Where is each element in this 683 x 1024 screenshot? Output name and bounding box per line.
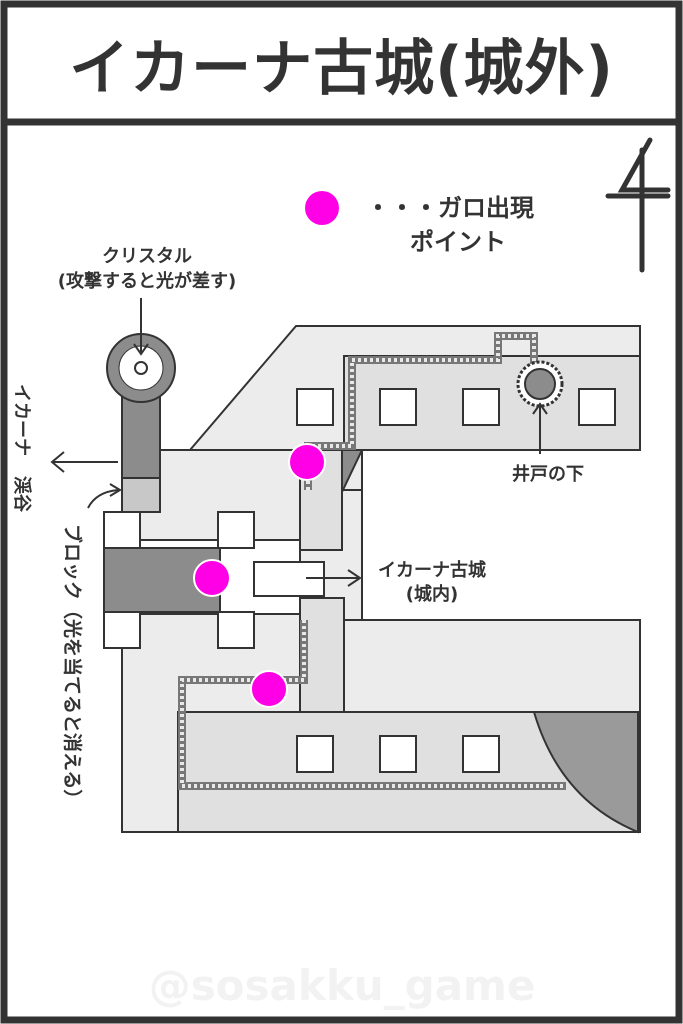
lower-room <box>177 711 639 834</box>
crystal-tower <box>106 333 176 513</box>
watermark: @sosakku_game <box>149 961 536 1010</box>
castle-inside-label-line1: イカーナ古城 <box>378 559 486 581</box>
castle-inside-label-line2: (城内) <box>406 583 458 605</box>
north-compass-icon <box>605 137 671 273</box>
legend-marker-icon <box>305 191 339 225</box>
ikana-valley-label-line2: 渓谷 <box>11 476 33 513</box>
garo-point-marker <box>193 559 231 597</box>
crystal-label-line1: クリスタル <box>102 246 192 267</box>
garo-points <box>193 443 326 708</box>
page-title: イカーナ古城(城外) <box>69 33 614 104</box>
lower-pillars <box>296 735 500 773</box>
title-bar: イカーナ古城(城外) <box>8 8 675 118</box>
crystal-label-line2: (攻撃すると光が差す) <box>58 270 236 292</box>
well-icon <box>516 360 564 408</box>
upper-pillars <box>296 388 616 426</box>
legend-line1: ・・・ガロ出現 <box>366 194 534 222</box>
garo-point-marker <box>288 443 326 481</box>
garo-point-marker <box>250 670 288 708</box>
well-bottom-label: 井戸の下 <box>512 463 584 485</box>
block-note-label: ブロック（光を当てると消える） <box>61 524 84 808</box>
crystal-icon <box>134 361 148 375</box>
legend-line2: ポイント <box>410 228 506 256</box>
annotation-arrows <box>50 298 548 587</box>
ikana-valley-label-line1: イカーナ <box>11 384 32 456</box>
